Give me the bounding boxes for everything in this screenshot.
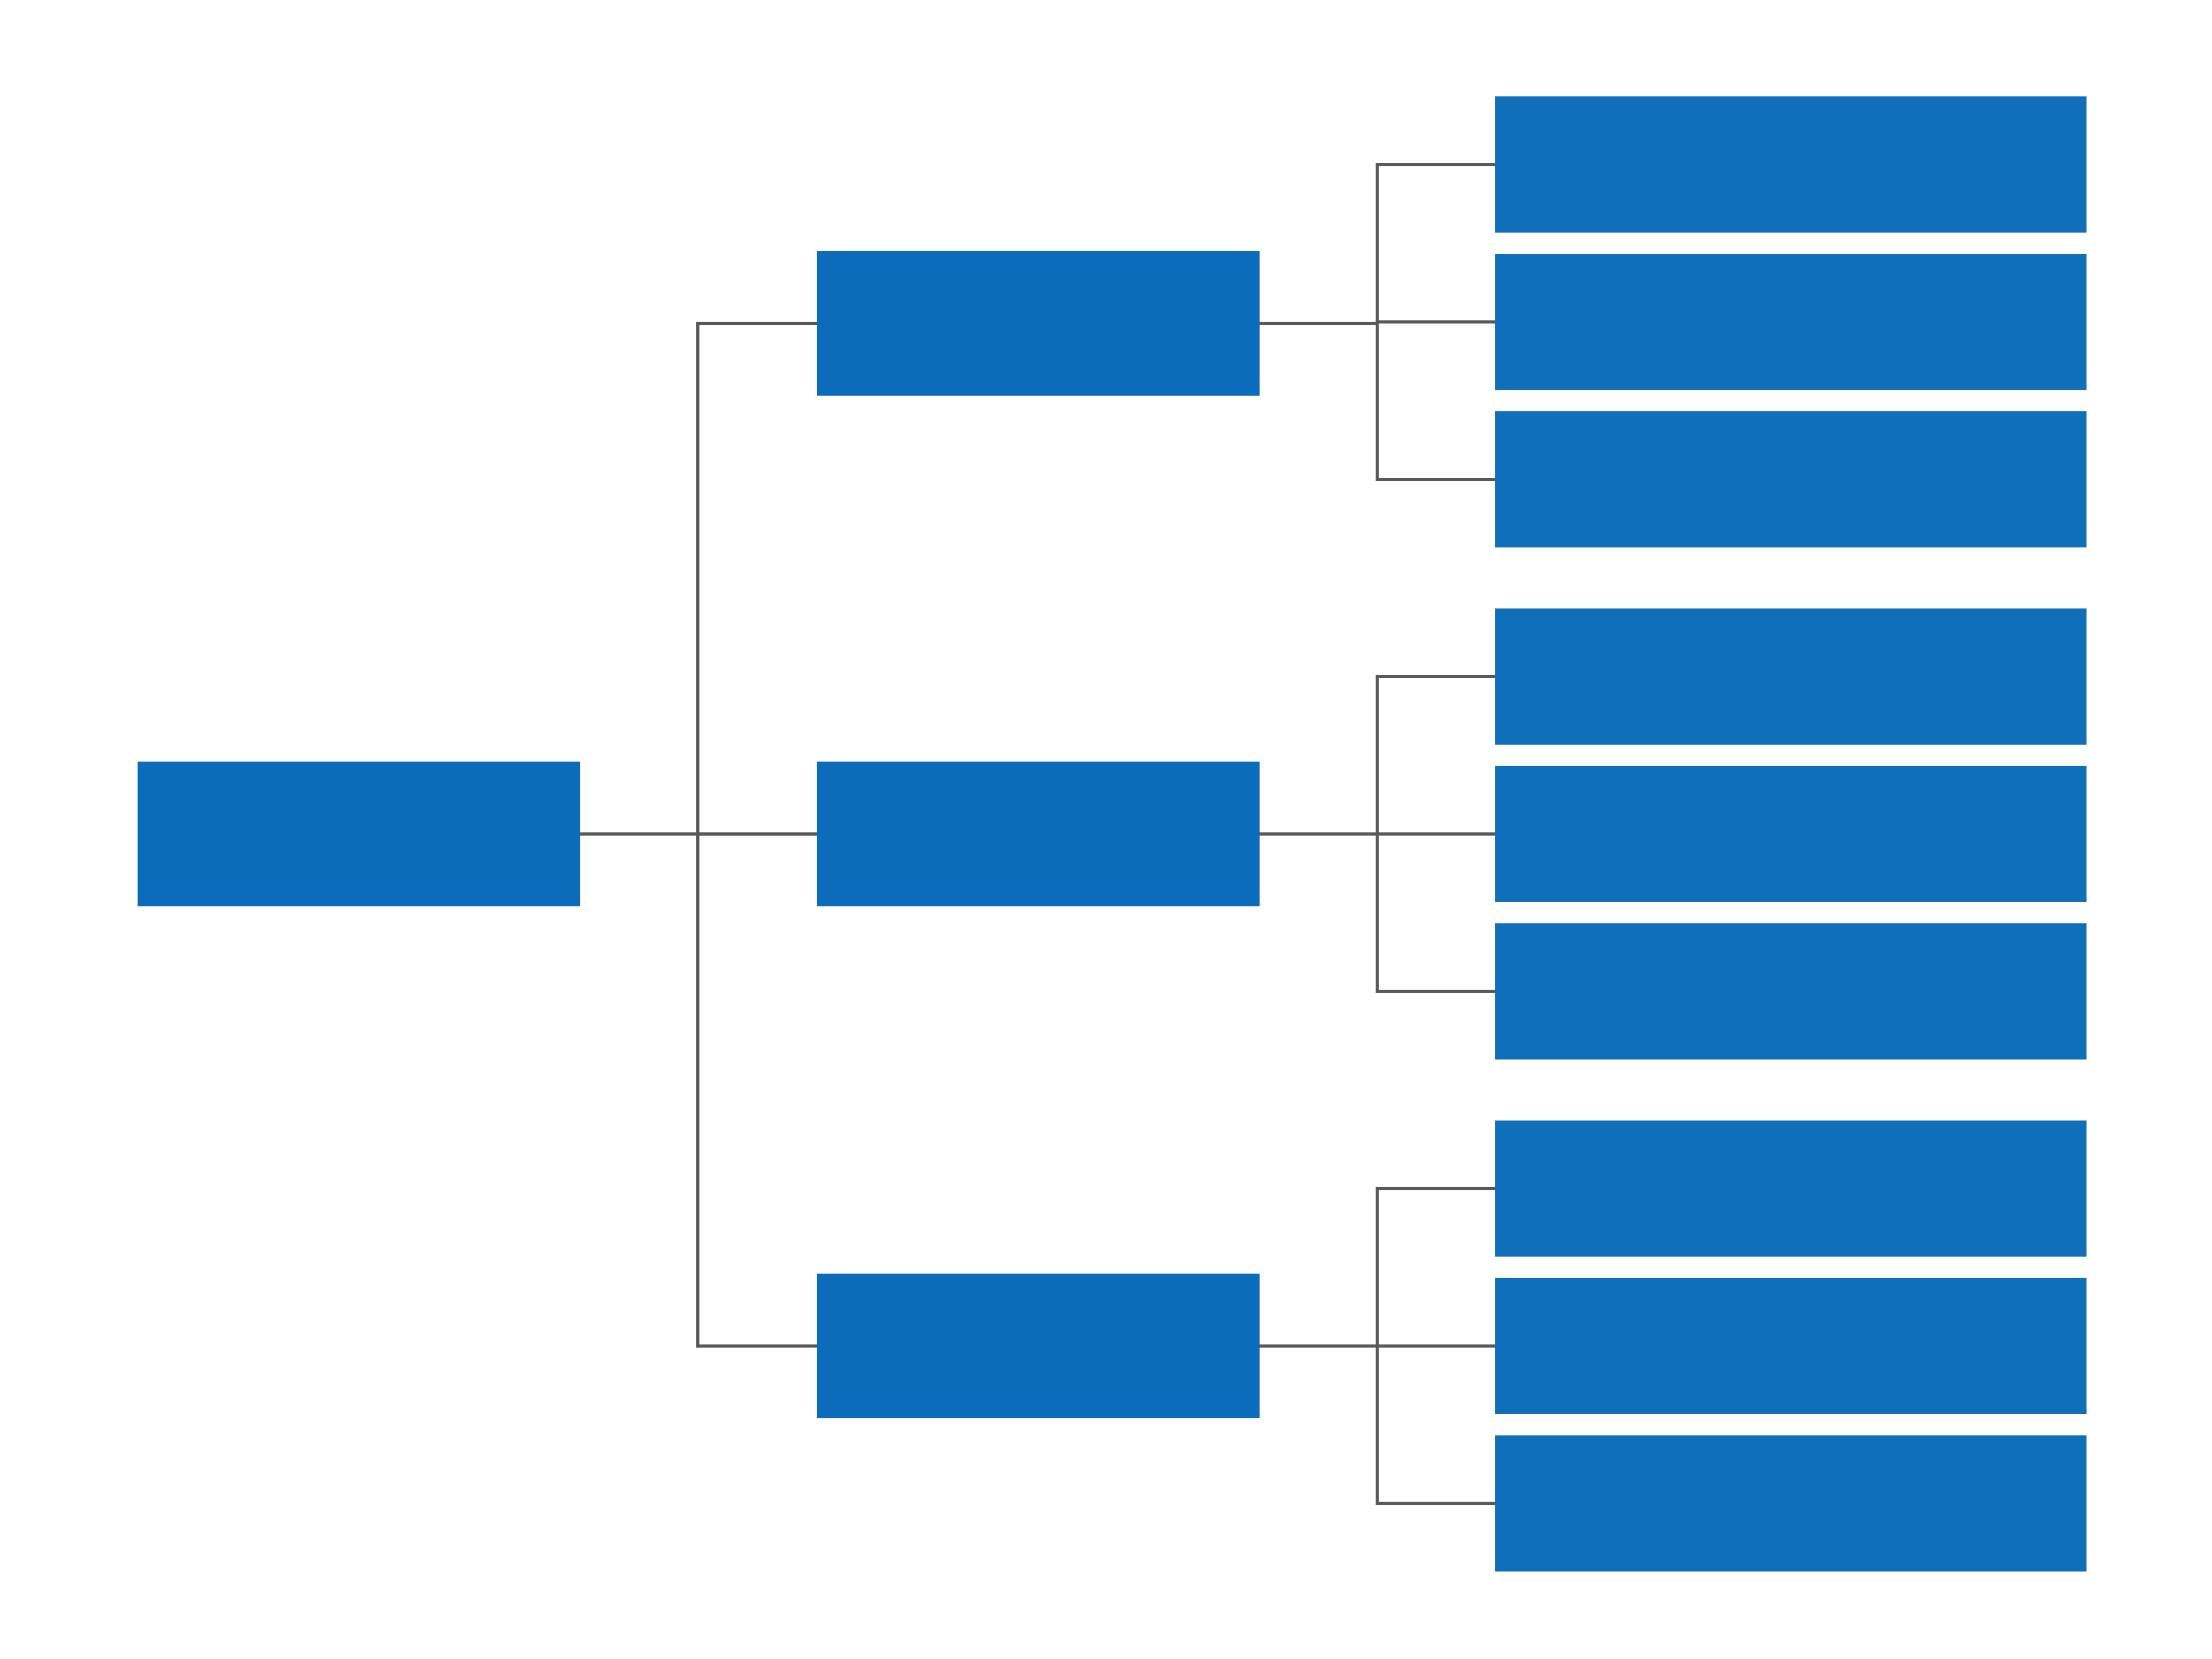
root-node bbox=[138, 761, 580, 907]
connector-layer bbox=[578, 163, 1497, 1505]
leaf-node bbox=[1495, 411, 2087, 548]
branch-node bbox=[817, 1274, 1260, 1418]
leaf-node bbox=[1495, 923, 2087, 1060]
leaf-node bbox=[1495, 1435, 2087, 1572]
leaf-node bbox=[1495, 608, 2087, 745]
node-layer bbox=[138, 96, 2087, 1572]
leaf-node bbox=[1495, 1278, 2087, 1414]
leaf-node bbox=[1495, 96, 2087, 233]
branch-node bbox=[817, 761, 1260, 907]
branch-node bbox=[817, 251, 1260, 396]
leaf-node bbox=[1495, 765, 2087, 902]
leaf-node bbox=[1495, 254, 2087, 390]
leaf-node bbox=[1495, 1120, 2087, 1257]
